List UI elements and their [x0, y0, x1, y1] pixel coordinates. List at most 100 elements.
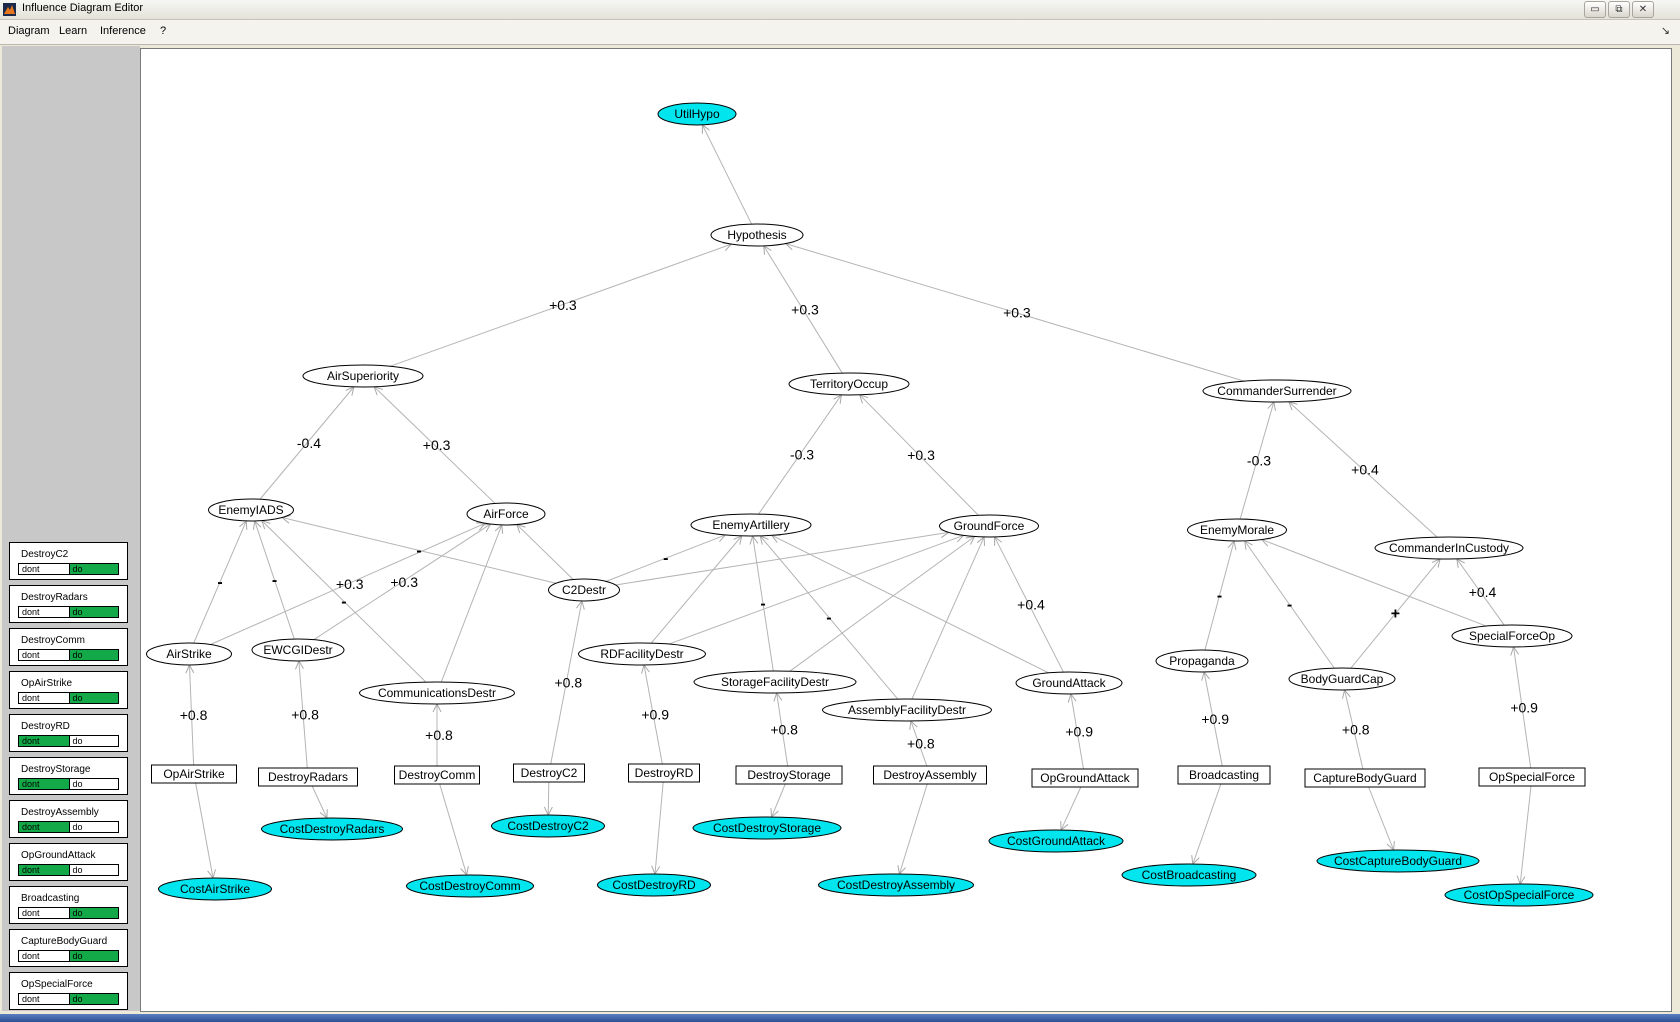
influence-edge[interactable] — [1520, 785, 1532, 884]
influence-edge[interactable] — [1345, 690, 1364, 770]
influence-edge[interactable] — [210, 523, 485, 645]
chance-node[interactable]: C2Destr — [548, 578, 620, 602]
influence-edge[interactable] — [193, 521, 247, 644]
influence-edge[interactable] — [644, 665, 663, 765]
influence-edge[interactable] — [668, 535, 963, 645]
decision-node[interactable]: OpSpecialForce — [1478, 767, 1586, 787]
decision-option[interactable]: dont — [22, 564, 40, 574]
chance-node[interactable]: EnemyIADS — [208, 498, 294, 522]
minimize-button[interactable]: ▭ — [1584, 1, 1606, 18]
influence-edge[interactable] — [789, 537, 975, 672]
decision-option[interactable]: do — [68, 908, 118, 918]
chance-node[interactable]: AssemblyFacilityDestr — [822, 698, 992, 722]
decision-option[interactable]: dont — [22, 607, 40, 617]
chance-node[interactable]: SpecialForceOp — [1451, 624, 1573, 648]
utility-node[interactable]: CostGroundAttack — [988, 829, 1124, 853]
decision-node[interactable]: DestroyStorage — [735, 765, 843, 785]
decision-option[interactable]: dont — [22, 951, 40, 961]
influence-edge[interactable] — [259, 387, 354, 500]
influence-edge[interactable] — [1245, 541, 1335, 669]
decision-node[interactable]: Broadcasting — [1177, 765, 1271, 785]
influence-edge[interactable] — [1061, 786, 1082, 830]
decision-option[interactable]: do — [68, 951, 118, 961]
utility-node[interactable]: CostOpSpecialForce — [1444, 883, 1594, 907]
utility-node[interactable]: CostBroadcasting — [1121, 863, 1257, 887]
decision-option[interactable]: dont — [19, 822, 69, 832]
chance-node[interactable]: TerritoryOccup — [788, 372, 910, 396]
utility-node[interactable]: CostDestroyRD — [597, 873, 711, 897]
influence-edge[interactable] — [517, 525, 574, 580]
influence-edge[interactable] — [772, 783, 786, 817]
influence-edge[interactable] — [1204, 541, 1234, 651]
maximize-button[interactable]: ⧉ — [1608, 1, 1630, 18]
decision-option[interactable]: do — [68, 564, 118, 574]
chance-node[interactable]: StorageFacilityDestr — [693, 670, 857, 694]
decision-node[interactable]: DestroyC2 — [513, 763, 585, 783]
decision-option[interactable]: do — [68, 865, 119, 875]
influence-edge[interactable] — [311, 785, 327, 818]
chance-node[interactable]: CommanderSurrender — [1202, 379, 1352, 403]
decision-option[interactable]: dont — [22, 693, 40, 703]
decision-node[interactable]: CaptureBodyGuard — [1304, 768, 1426, 788]
decision-node[interactable]: OpAirStrike — [151, 764, 237, 784]
chance-node[interactable]: EWCGIDestr — [251, 638, 345, 662]
influence-edge[interactable] — [548, 781, 549, 815]
decision-option[interactable]: do — [68, 693, 118, 703]
influence-edge[interactable] — [911, 537, 984, 700]
decision-node[interactable]: DestroyRadars — [258, 767, 358, 787]
influence-edge[interactable] — [439, 783, 467, 875]
decision-node[interactable]: DestroyRD — [628, 763, 700, 783]
decision-option[interactable]: do — [68, 822, 119, 832]
influence-diagram[interactable]: UtilHypoHypothesisAirSuperiorityTerritor… — [141, 49, 1671, 1011]
influence-edge[interactable] — [1071, 694, 1084, 770]
menu-help[interactable]: ? — [160, 25, 167, 37]
influence-edge[interactable] — [195, 782, 213, 878]
menu-diagram[interactable]: Diagram — [8, 25, 50, 37]
influence-edge[interactable] — [995, 537, 1064, 673]
decision-node[interactable]: OpGroundAttack — [1031, 768, 1139, 788]
influence-edge[interactable] — [777, 693, 789, 767]
menu-learn[interactable]: Learn — [59, 25, 88, 37]
influence-edge[interactable] — [299, 661, 308, 769]
influence-edge[interactable] — [262, 521, 427, 683]
influence-edge[interactable] — [1262, 540, 1487, 627]
chance-node[interactable]: GroundAttack — [1015, 671, 1123, 695]
chance-node[interactable]: Propaganda — [1155, 649, 1249, 673]
influence-edge[interactable] — [282, 517, 557, 584]
influence-edge[interactable] — [1204, 672, 1223, 767]
utility-node[interactable]: UtilHypo — [657, 102, 737, 126]
influence-edge[interactable] — [605, 535, 725, 582]
influence-edge[interactable] — [189, 665, 193, 766]
influence-edge[interactable] — [390, 244, 731, 367]
influence-edge[interactable] — [1289, 402, 1438, 538]
chance-node[interactable]: RDFacilityDestr — [578, 642, 706, 666]
influence-edge[interactable] — [255, 521, 295, 640]
influence-edge[interactable] — [1350, 559, 1440, 669]
utility-node[interactable]: CostDestroyRadars — [261, 817, 403, 841]
utility-node[interactable]: CostCaptureBodyGuard — [1316, 849, 1480, 873]
decision-node[interactable]: DestroyComm — [394, 765, 480, 785]
decision-option[interactable]: do — [68, 607, 118, 617]
influence-edge[interactable] — [374, 387, 496, 504]
decision-option[interactable]: dont — [22, 908, 40, 918]
chance-node[interactable]: BodyGuardCap — [1288, 667, 1396, 691]
chance-node[interactable]: AirStrike — [146, 642, 232, 666]
influence-edge[interactable] — [760, 536, 899, 700]
influence-edge[interactable] — [753, 536, 774, 672]
decision-option[interactable]: dont — [19, 865, 69, 875]
decision-option[interactable]: dont — [22, 650, 40, 660]
influence-edge[interactable] — [655, 781, 664, 874]
close-button[interactable]: ✕ — [1632, 1, 1654, 18]
decision-option[interactable]: do — [68, 650, 118, 660]
influence-edge[interactable] — [550, 601, 582, 765]
